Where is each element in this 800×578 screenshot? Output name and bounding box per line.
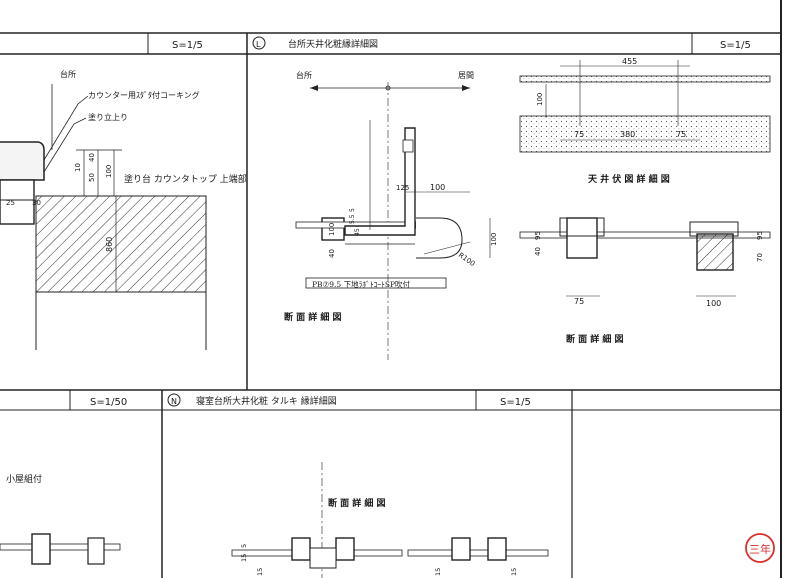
sheet-l-scale: S=1/5 <box>720 40 751 51</box>
dim-100e: 100 <box>706 299 721 308</box>
sheet-n: N 寝室台所大井化粧 タルキ 縁詳細図 S=1/5 断 面 詳 細 図 15 5… <box>167 393 549 578</box>
counter-front-block <box>0 179 35 225</box>
note-paint-riser: 塗り立上り <box>88 112 128 122</box>
stamp-text: 三年 <box>749 542 771 556</box>
upper-left-room: 台所 <box>60 69 76 79</box>
dim-n15b: 15 <box>256 568 264 576</box>
dim-860: 860 <box>105 237 114 252</box>
counter-hatched-block <box>35 195 207 293</box>
leader-2 <box>43 117 87 173</box>
ceiling-plan-board <box>519 115 771 153</box>
dim-100a: 100 <box>430 183 445 192</box>
upper-left-scale: S=1/5 <box>172 40 203 51</box>
seal-stamp: 三年 <box>745 533 775 563</box>
dim-95b: 95 <box>756 231 764 240</box>
ceiling-plan-label: 天 井 伏 図 詳 細 図 <box>588 173 670 185</box>
dim-50: 50 <box>88 173 96 182</box>
note-countertop: 塗り台 カウンタトップ 上端部 <box>124 173 247 185</box>
joist-section-b <box>696 233 734 271</box>
dim-40: 40 <box>88 153 96 162</box>
dim-n15a: 15 <box>240 554 248 562</box>
dim-380: 380 <box>620 130 635 139</box>
dim-455: 455 <box>622 57 637 66</box>
dim-40b: 40 <box>534 247 542 256</box>
dim-100d: 100 <box>536 93 544 106</box>
lower-left-note: 小屋組付 <box>6 473 42 485</box>
section-label-l: 断 面 詳 細 図 <box>284 311 342 323</box>
dim-95a: 95 <box>534 231 542 240</box>
dim-n15c: 15 <box>434 568 442 576</box>
board-note: PB⑦9.5 下地ﾗﾎﾞﾄｺｰﾄSP吹付 <box>312 279 411 289</box>
dim-75a: 75 <box>574 130 584 139</box>
dim-5: 5 <box>349 208 356 212</box>
dim-100c: 100 <box>490 233 498 246</box>
sheet-l-title: 台所天井化粧縁詳細図 <box>288 38 378 50</box>
sheet-n-marker: N <box>171 397 177 406</box>
trim-profile <box>344 127 416 236</box>
dim-n15d: 15 <box>510 568 518 576</box>
sheet-n-scale: S=1/5 <box>500 397 531 408</box>
lower-left-scale: S=1/50 <box>90 397 127 408</box>
dim-25: 25 <box>6 199 15 207</box>
dim-100b: 100 <box>328 223 336 236</box>
upper-left-detail: S=1/5 台所 カウンター用ｽﾀﾞﾀ付コーキング 塗り立上り 塗り台 カウンタ… <box>0 40 247 350</box>
trim-round <box>416 217 463 259</box>
dim-100: 100 <box>105 165 113 178</box>
room-right: 居間 <box>458 71 474 80</box>
sheet-n-title: 寝室台所大井化粧 タルキ 縁詳細図 <box>196 395 337 407</box>
dim-70: 70 <box>756 253 764 262</box>
dim-75b: 75 <box>676 130 686 139</box>
dim-75c: 75 <box>574 297 584 306</box>
dim-125: 125 <box>396 184 409 192</box>
dim-30: 30 <box>32 199 41 207</box>
sheet-l: L 台所天井化粧縁詳細図 S=1/5 台所 居間 125 100 5.5 5 4… <box>252 36 771 360</box>
section-label-l2: 断 面 詳 細 図 <box>566 333 624 345</box>
dim-r100: R100 <box>457 251 477 268</box>
sheet-n-marker-circle <box>167 393 181 407</box>
dim-40: 40 <box>328 249 336 258</box>
dim-n5: 5 <box>240 544 248 548</box>
lower-left: S=1/50 小屋組付 <box>0 397 127 565</box>
section-label-n: 断 面 詳 細 図 <box>328 497 386 509</box>
room-left: 台所 <box>296 70 312 80</box>
dim-10: 10 <box>74 163 82 172</box>
dim-55: 5.5 <box>349 214 356 224</box>
counter-top-edge <box>0 141 45 181</box>
note-caulking: カウンター用ｽﾀﾞﾀ付コーキング <box>88 90 200 100</box>
leader-1 <box>43 95 89 161</box>
sheet-frame <box>0 0 782 578</box>
sheet-l-marker-circle <box>252 36 266 50</box>
dim-45: 45 <box>354 228 361 236</box>
sheet-l-marker: L <box>256 40 261 49</box>
joist-section-a <box>566 217 598 259</box>
